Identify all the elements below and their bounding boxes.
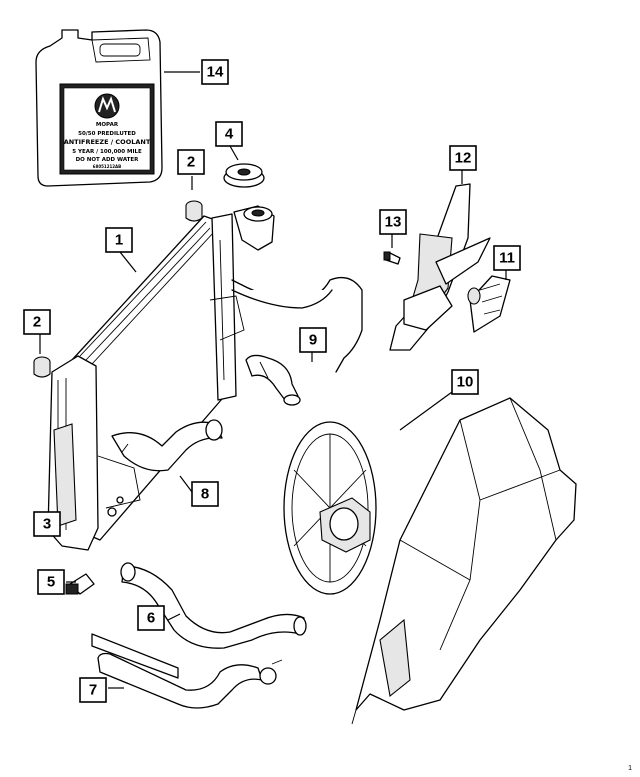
bolt <box>383 251 401 265</box>
callout-6[interactable]: 6 <box>137 605 165 631</box>
callout-12-label: 12 <box>455 150 472 167</box>
callout-4-label: 4 <box>225 126 234 143</box>
callout-11[interactable]: 11 <box>493 245 521 271</box>
callout-10[interactable]: 10 <box>451 369 479 395</box>
callout-10-label: 10 <box>457 374 474 391</box>
callout-13-label: 13 <box>385 214 402 231</box>
callout-1[interactable]: 1 <box>105 227 133 253</box>
jug-line3: 5 YEAR / 100,000 MILE <box>72 149 142 155</box>
callout-2-lower[interactable]: 2 <box>23 309 51 335</box>
callout-14-label: 14 <box>207 64 224 81</box>
isolator-lower <box>33 356 51 378</box>
electric-fan <box>283 421 377 595</box>
callout-5-label: 5 <box>47 574 55 591</box>
jug-brand: MOPAR <box>96 122 119 128</box>
callout-12[interactable]: 12 <box>449 145 477 171</box>
callout-3-label: 3 <box>43 516 51 533</box>
callout-11-label: 11 <box>499 250 515 267</box>
fan-blade <box>389 183 491 351</box>
callout-9[interactable]: 9 <box>299 327 327 353</box>
fan-shroud <box>351 397 577 725</box>
callout-5[interactable]: 5 <box>37 569 65 595</box>
jug-line1: 50/50 PREDILUTED <box>78 131 136 137</box>
callout-1-label: 1 <box>115 232 123 249</box>
callout-8-label: 8 <box>201 486 209 503</box>
callout-4[interactable]: 4 <box>215 121 243 147</box>
upper-hose <box>111 419 223 472</box>
callout-9-label: 9 <box>309 332 317 349</box>
radiator-assembly <box>47 205 275 551</box>
fan-clutch <box>467 275 511 333</box>
callout-2-lower-label: 2 <box>33 314 41 331</box>
cooler-line <box>231 276 363 373</box>
callout-7-label: 7 <box>89 682 97 699</box>
bypass-tube <box>91 633 283 709</box>
reference-number: 1 <box>628 765 632 772</box>
callout-6-label: 6 <box>147 610 155 627</box>
small-hose <box>245 354 301 406</box>
callout-2-upper-label: 2 <box>187 154 195 171</box>
jug-part-no: 68051212AB <box>93 164 121 169</box>
leader-lines <box>39 71 507 689</box>
callout-13[interactable]: 13 <box>379 209 407 235</box>
radiator-cap <box>223 163 265 188</box>
callout-3[interactable]: 3 <box>33 511 61 537</box>
isolator-upper <box>185 200 203 222</box>
callout-7[interactable]: 7 <box>79 677 107 703</box>
jug-line2: ANTIFREEZE / COOLANT <box>64 138 151 146</box>
jug-line4: DO NOT ADD WATER <box>76 157 140 163</box>
temp-sensor <box>65 573 95 595</box>
lower-hose <box>120 562 307 649</box>
callout-2-upper[interactable]: 2 <box>177 149 205 175</box>
callout-8[interactable]: 8 <box>191 481 219 507</box>
callout-14[interactable]: 14 <box>201 59 229 85</box>
coolant-jug: MOPAR 50/50 PREDILUTED ANTIFREEZE / COOL… <box>35 29 163 187</box>
